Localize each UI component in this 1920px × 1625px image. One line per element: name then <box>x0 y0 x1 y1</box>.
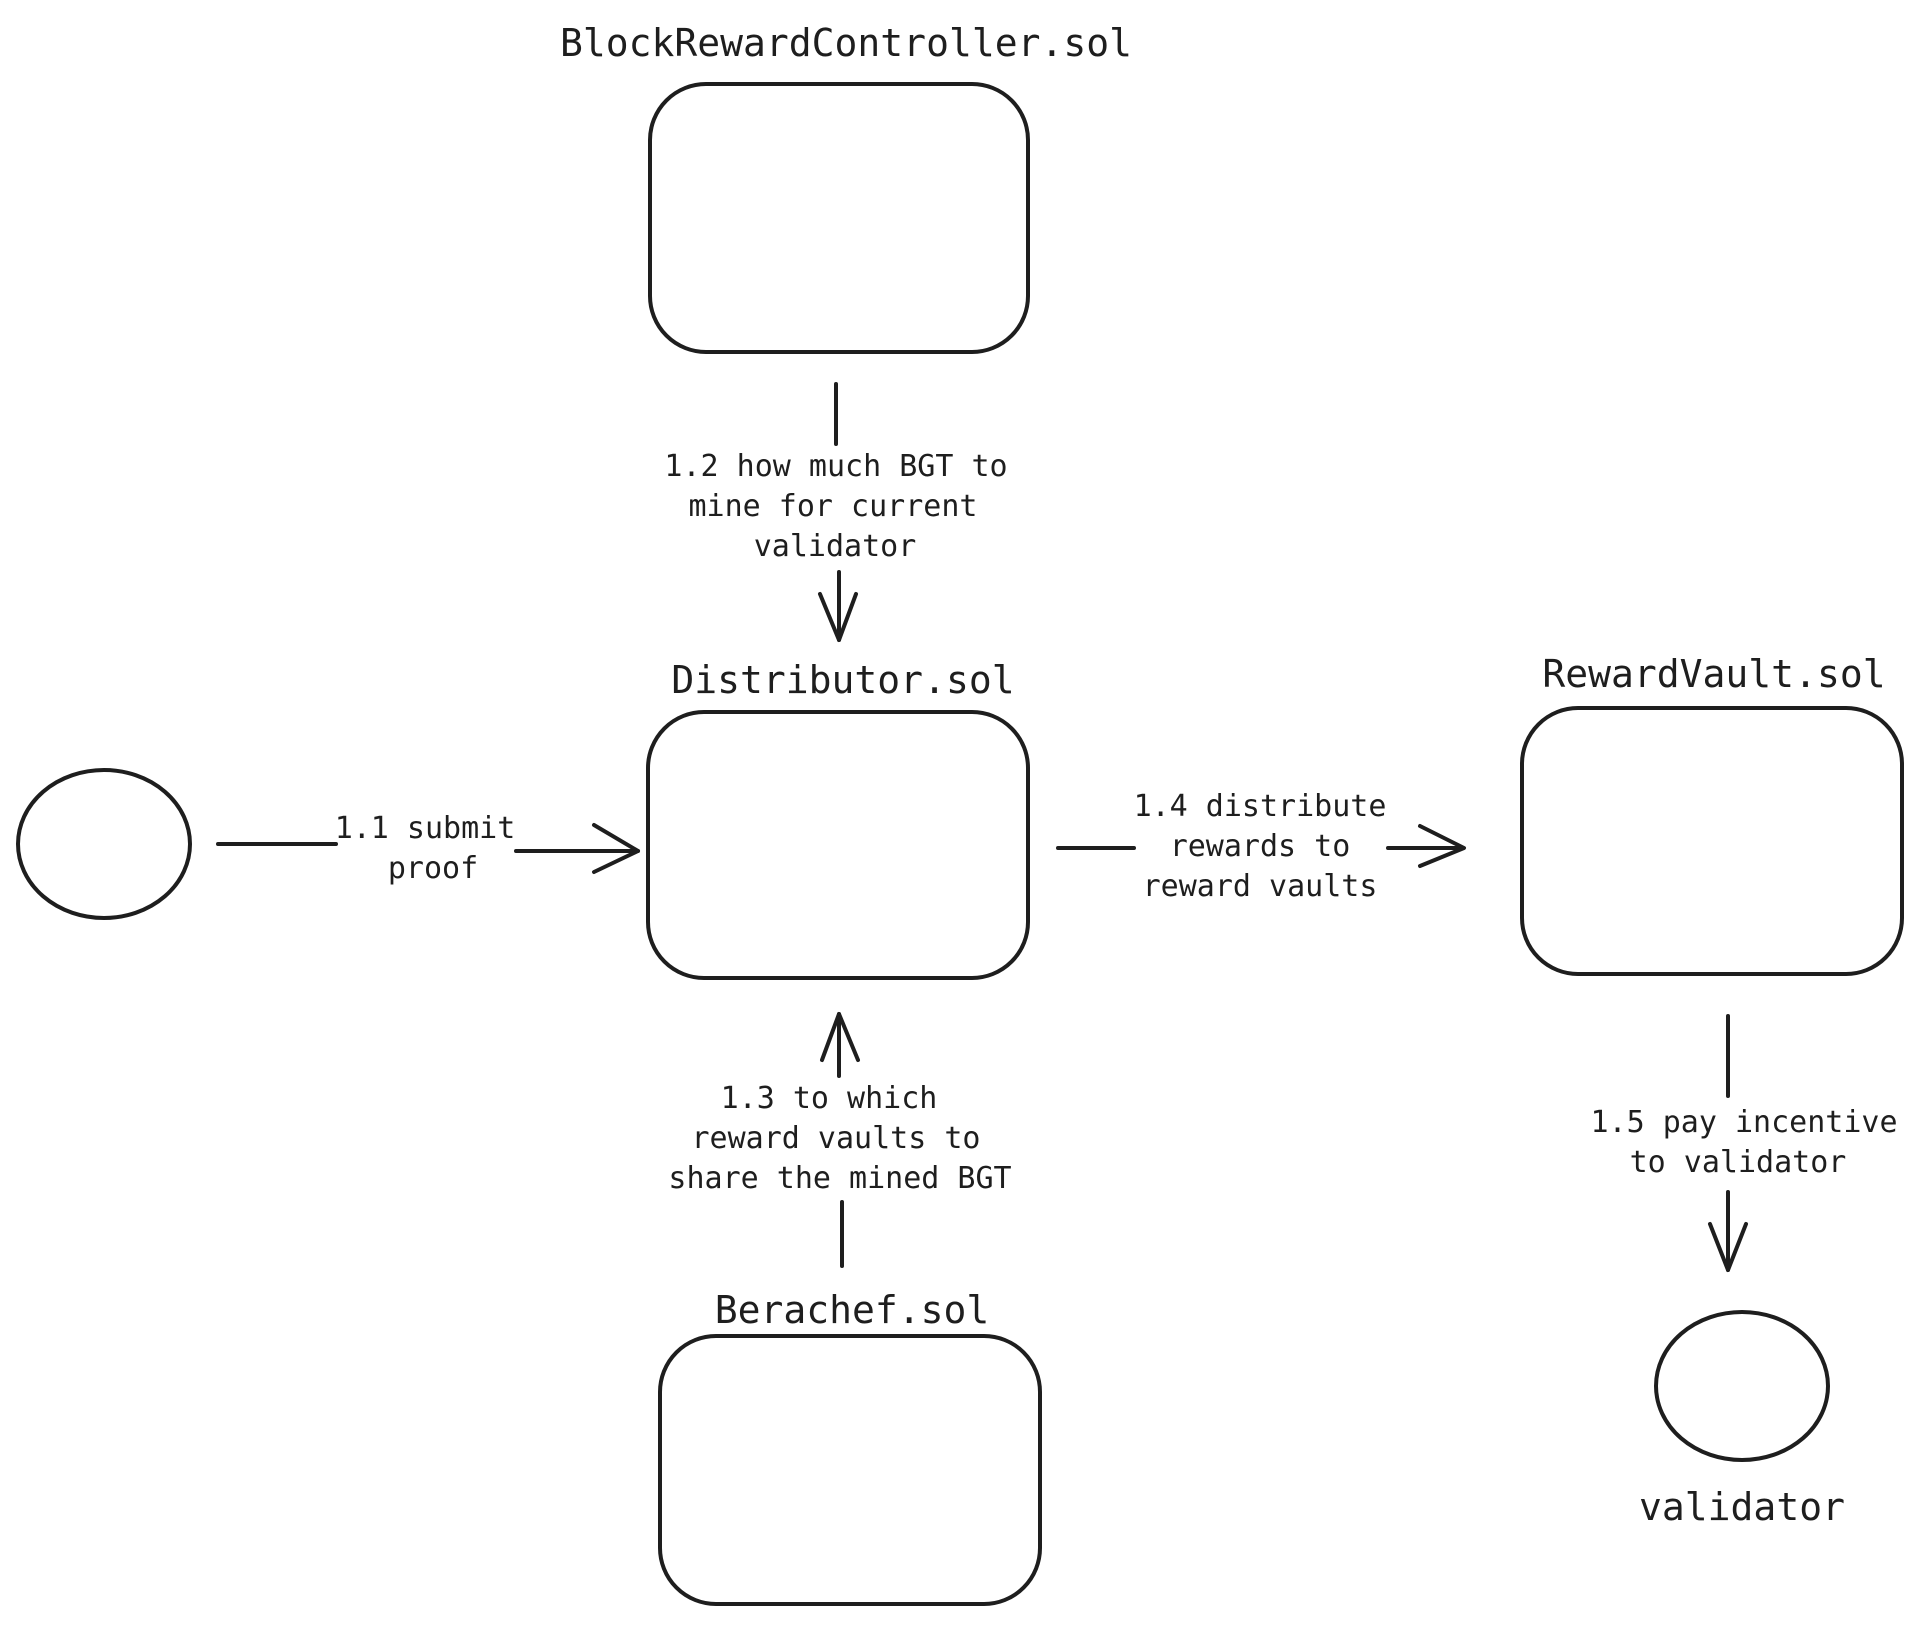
block-reward-controller-box[interactable] <box>648 82 1030 354</box>
edge-1-4-distribute-rewards: 1.4 distribute rewards to reward vaults <box>1056 789 1466 904</box>
berachef-title: Berachef.sol <box>715 1288 990 1332</box>
validator-circle[interactable] <box>1654 1310 1830 1462</box>
operator-circle[interactable] <box>16 768 192 920</box>
edge-1-2-arrowhead-icon <box>818 592 858 642</box>
edge-1-3-label-line-3: share the mined BGT <box>668 1161 1011 1196</box>
edge-1-3-label-line-1: 1.3 to which <box>721 1081 938 1116</box>
edge-1-5-label-line-1: 1.5 pay incentive <box>1590 1105 1897 1140</box>
edge-1-1-label-line-2: proof <box>388 851 478 886</box>
edge-1-1-arrowhead-icon <box>592 823 640 874</box>
distributor-box[interactable] <box>646 710 1030 980</box>
edge-1-5-pay-incentive: 1.5 pay incentive to validator <box>1590 1014 1898 1272</box>
edge-1-4-arrowhead-icon <box>1418 824 1466 868</box>
validator-label: validator <box>1639 1485 1845 1529</box>
edge-1-1-label-line-1: 1.1 submit <box>335 811 516 846</box>
reward-vault-title: RewardVault.sol <box>1542 652 1885 696</box>
edge-1-2-label-line-1: 1.2 how much BGT to <box>664 449 1007 484</box>
edge-1-2-label-line-3: validator <box>754 529 917 564</box>
reward-vault-box[interactable] <box>1520 706 1904 976</box>
edge-1-3-arrowhead-icon <box>820 1012 860 1062</box>
edge-1-2-label-line-2: mine for current <box>689 489 978 524</box>
edge-1-4-label-line-2: rewards to <box>1170 829 1351 864</box>
distributor-title: Distributor.sol <box>671 658 1014 702</box>
block-reward-controller-title: BlockRewardController.sol <box>560 21 1132 65</box>
berachef-box[interactable] <box>658 1334 1042 1606</box>
edge-1-2-how-much-bgt: 1.2 how much BGT to mine for current val… <box>664 382 1008 642</box>
edge-1-5-arrowhead-icon <box>1708 1222 1748 1272</box>
edge-1-4-label-line-3: reward vaults <box>1143 869 1378 904</box>
edge-1-4-label-line-1: 1.4 distribute <box>1134 789 1387 824</box>
edge-1-1-submit-proof: 1.1 submit proof <box>216 811 640 886</box>
edge-1-5-label-line-2: to validator <box>1630 1145 1847 1180</box>
edge-1-3-which-reward-vaults: 1.3 to which reward vaults to share the … <box>668 1012 1012 1268</box>
edge-1-3-label-line-2: reward vaults to <box>692 1121 981 1156</box>
